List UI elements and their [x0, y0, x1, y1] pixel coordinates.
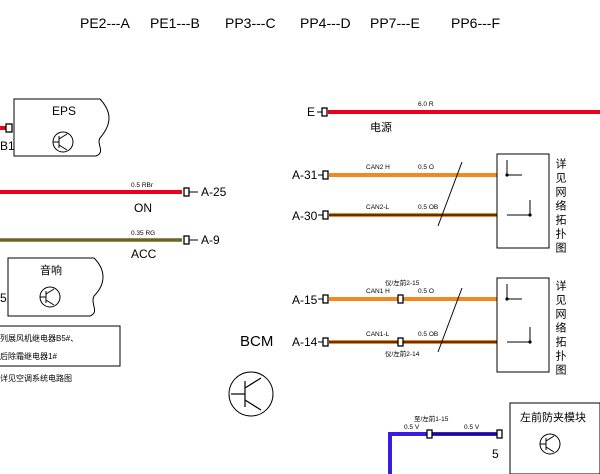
anti-pinch-transistor-icon [539, 433, 561, 455]
a14-pin-label: A-14 [292, 335, 318, 349]
on-wire: 0.5 RBr ON A-25 [0, 182, 227, 215]
a31-pin-label: A-31 [292, 168, 318, 182]
can-group-2-note: 详见网络拓扑图 [554, 279, 567, 378]
can1-h-splice: 仪/左前2-15 [385, 278, 420, 287]
a30-pin-label: A-30 [292, 209, 318, 223]
eps-module: EPS B1 [0, 98, 110, 157]
ac-circuit-note: 详见空调系统电路图 [0, 373, 72, 383]
anti-pinch-pin-label: 5 [492, 447, 499, 461]
audio-pin-label: 5 [0, 291, 7, 305]
audio-transistor-icon [39, 286, 61, 308]
acc-wire-label: ACC [131, 247, 157, 261]
anti-pinch-connector-icon [496, 429, 503, 439]
can2-h-wire: A-31 CAN2 H 0.5 O [292, 164, 497, 182]
anti-pinch-module: 左前防夹模块 5 [492, 402, 600, 474]
can2-l-spec: 0.5 OB [418, 204, 438, 211]
a14-connector-icon [322, 337, 329, 347]
can2-h-name: CAN2 H [366, 164, 390, 171]
mapping-pp6: PP6---F [451, 15, 500, 31]
can1-l-spec: 0.5 OB [418, 331, 438, 338]
can-group-2-network-box [496, 277, 550, 373]
audio-module-outline [7, 257, 104, 317]
can-group-2-twist-mark [437, 287, 463, 353]
power-wire: E 6.0 R 电源 [307, 101, 600, 134]
a30-connector-icon [322, 210, 329, 220]
eps-module-outline [13, 98, 110, 157]
bcm-transistor-icon [228, 371, 274, 417]
acc-wire-spec: 0.35 RG [131, 230, 155, 237]
power-wire-spec: 6.0 R [418, 101, 434, 108]
e-connector-icon [321, 107, 328, 117]
relay-note-box: 列展风机继电器B5#、 后除霜继电器1# [0, 325, 121, 367]
can2-l-wire: A-30 CAN2-L 0.5 OB [292, 204, 497, 223]
eps-module-title: EPS [52, 104, 76, 118]
a31-connector-icon [322, 170, 329, 180]
bcm-label: BCM [240, 333, 273, 350]
bottom-right-wire-spec: 0.5 V [464, 424, 480, 431]
can-group-1-note: 详见网络拓扑图 [554, 157, 567, 256]
pin-mapping-legend: PE2---A PE1---B PP3---C PP4---D PP7---E … [80, 15, 500, 31]
a9-connector-icon [183, 235, 190, 245]
a25-connector-icon [183, 187, 190, 197]
a9-pin-label: A-9 [201, 233, 220, 247]
relay-note-line2: 后除霜继电器1# [0, 351, 57, 361]
audio-module-title: 音响 [40, 263, 62, 277]
can1-h-spec: 0.5 O [418, 288, 434, 295]
a25-pin-label: A-25 [201, 185, 227, 199]
power-wire-label: 电源 [370, 120, 392, 134]
anti-pinch-module-outline [509, 402, 600, 474]
can1-l-splice: 仪/左前2-14 [385, 349, 420, 358]
bottom-inline-connector-icon [426, 429, 433, 439]
can1-l-inline-connector-icon [397, 337, 404, 347]
mapping-pp3: PP3---C [225, 15, 276, 31]
power-pin-label: E [307, 105, 315, 119]
eps-connector-icon [5, 123, 13, 133]
eps-pin-label: B1 [0, 139, 15, 153]
eps-transistor-icon [52, 131, 74, 153]
mapping-pe1: PE1---B [150, 15, 200, 31]
anti-pinch-module-title: 左前防夹模块 [520, 410, 586, 424]
on-wire-label: ON [134, 201, 152, 215]
acc-wire: 0.35 RG ACC A-9 [0, 230, 220, 261]
mapping-pe2: PE2---A [80, 15, 130, 31]
relay-note-line1: 列展风机继电器B5#、 [0, 333, 78, 343]
can1-l-wire: A-14 CAN1-L 0.5 OB 仪/左前2-14 [292, 331, 497, 358]
can2-l-name: CAN2-L [366, 204, 390, 211]
can-group-1-network-box [496, 153, 550, 249]
can1-h-name: CAN1 H [366, 288, 390, 295]
can1-h-wire: A-15 CAN1 H 0.5 O 仪/左前2-15 [292, 278, 497, 307]
a15-connector-icon [322, 294, 329, 304]
can1-h-inline-connector-icon [397, 294, 404, 304]
mapping-pp4: PP4---D [300, 15, 351, 31]
can-group-1-twist-mark [437, 161, 463, 227]
mapping-pp7: PP7---E [370, 15, 420, 31]
bottom-blue-wires: 0.5 V 0.5 V 至/左前1-15 [388, 414, 503, 474]
audio-module: 音响 5 [0, 257, 104, 317]
can2-h-spec: 0.5 O [418, 164, 434, 171]
bottom-splice-label: 至/左前1-15 [414, 414, 449, 423]
can1-l-name: CAN1-L [366, 331, 390, 338]
a15-pin-label: A-15 [292, 293, 318, 307]
on-wire-spec: 0.5 RBr [131, 182, 154, 189]
bottom-left-wire-spec: 0.5 V [404, 424, 420, 431]
